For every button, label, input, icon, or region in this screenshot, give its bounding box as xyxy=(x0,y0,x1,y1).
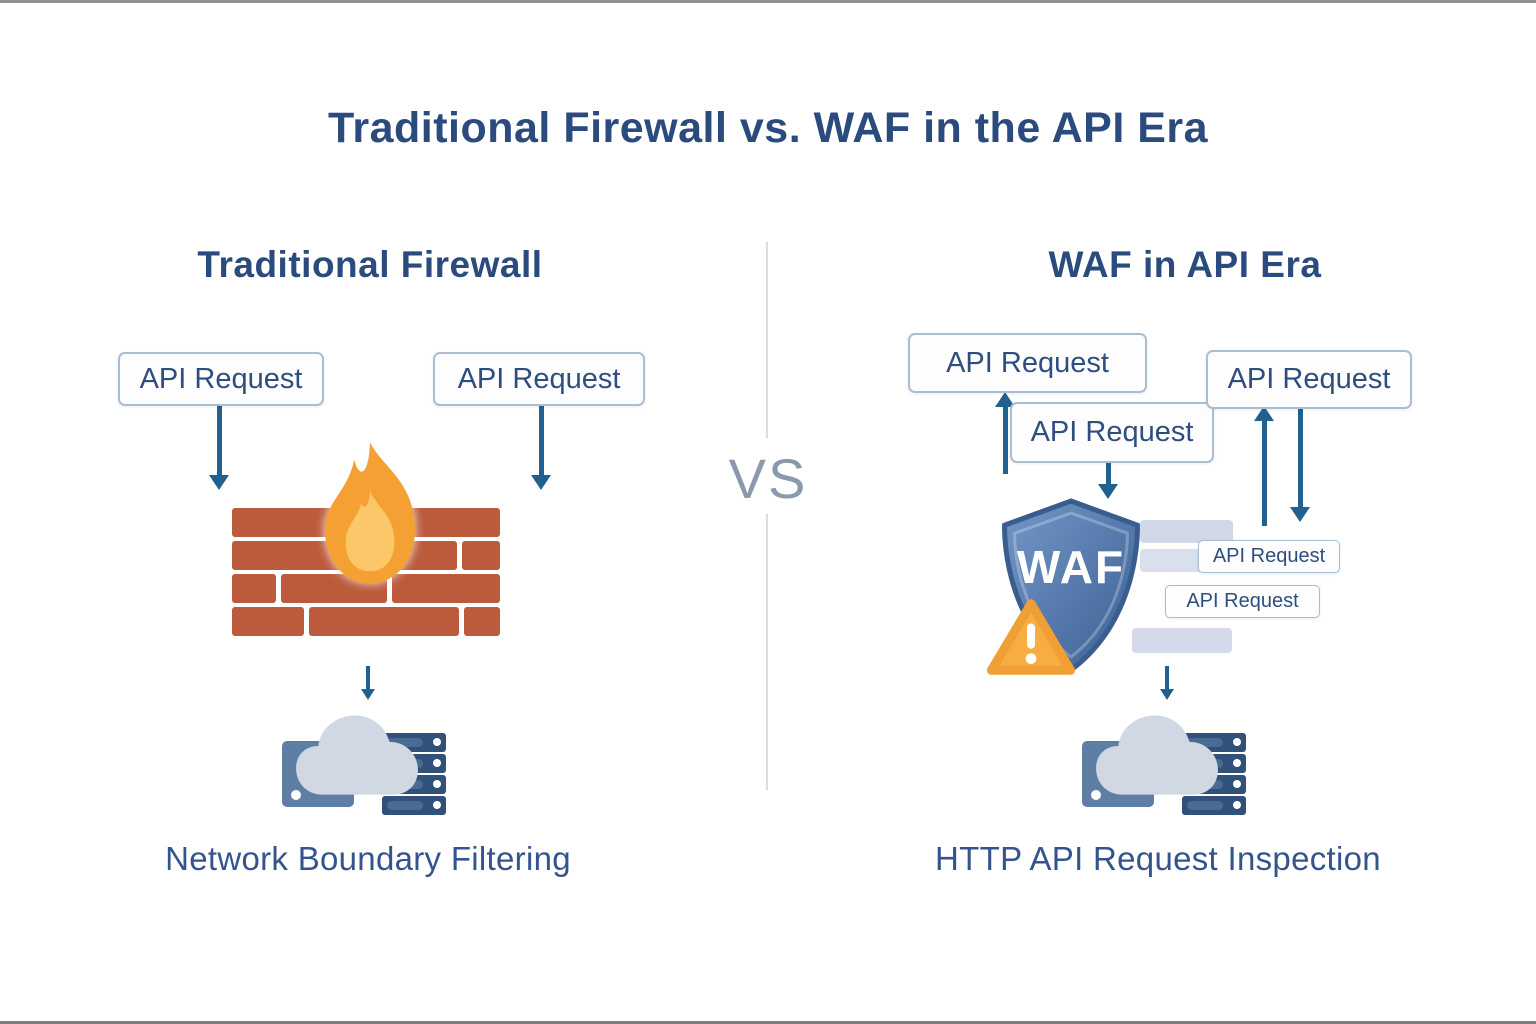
down-arrow-icon xyxy=(361,666,375,700)
up-arrow-icon xyxy=(1254,406,1274,526)
request-queue-bar xyxy=(1140,520,1233,543)
left-panel-heading: Traditional Firewall xyxy=(197,244,543,285)
right-api-request-box-1: API Request xyxy=(908,333,1147,393)
down-arrow-icon xyxy=(531,402,551,490)
firewall-brick-wall-icon xyxy=(232,508,500,636)
cloud-server-icon xyxy=(278,703,460,815)
small-api-request-box-1: API Request xyxy=(1198,540,1340,573)
down-arrow-icon xyxy=(1160,666,1174,700)
right-caption: HTTP API Request Inspection xyxy=(935,840,1381,877)
left-caption: Network Boundary Filtering xyxy=(165,840,571,877)
cloud-server-icon xyxy=(1078,703,1260,815)
vs-label: VS xyxy=(728,447,808,510)
up-arrow-icon xyxy=(995,392,1015,474)
top-edge-line xyxy=(0,0,1536,3)
down-arrow-icon xyxy=(1098,459,1118,499)
exclamation-glyph xyxy=(1026,623,1036,649)
right-api-request-box-3: API Request xyxy=(1206,350,1412,409)
cloud-icon xyxy=(296,715,418,795)
divider-line-top xyxy=(766,242,768,438)
right-api-request-box-2: API Request xyxy=(1010,402,1214,463)
cloud-icon xyxy=(1096,715,1218,795)
divider-line-bottom xyxy=(766,514,768,790)
left-api-request-box-1: API Request xyxy=(118,352,324,406)
page-title: Traditional Firewall vs. WAF in the API … xyxy=(327,104,1209,152)
flame-icon xyxy=(306,440,434,598)
down-arrow-icon xyxy=(209,402,229,490)
bottom-edge-line xyxy=(0,1021,1536,1024)
small-api-request-box-2: API Request xyxy=(1165,585,1320,618)
request-queue-bar xyxy=(1132,628,1232,653)
waf-label: WAF xyxy=(1016,541,1126,593)
warning-triangle-icon xyxy=(986,596,1076,678)
right-panel-heading: WAF in API Era xyxy=(1048,244,1322,285)
down-arrow-icon xyxy=(1290,404,1310,522)
left-api-request-box-2: API Request xyxy=(433,352,645,406)
